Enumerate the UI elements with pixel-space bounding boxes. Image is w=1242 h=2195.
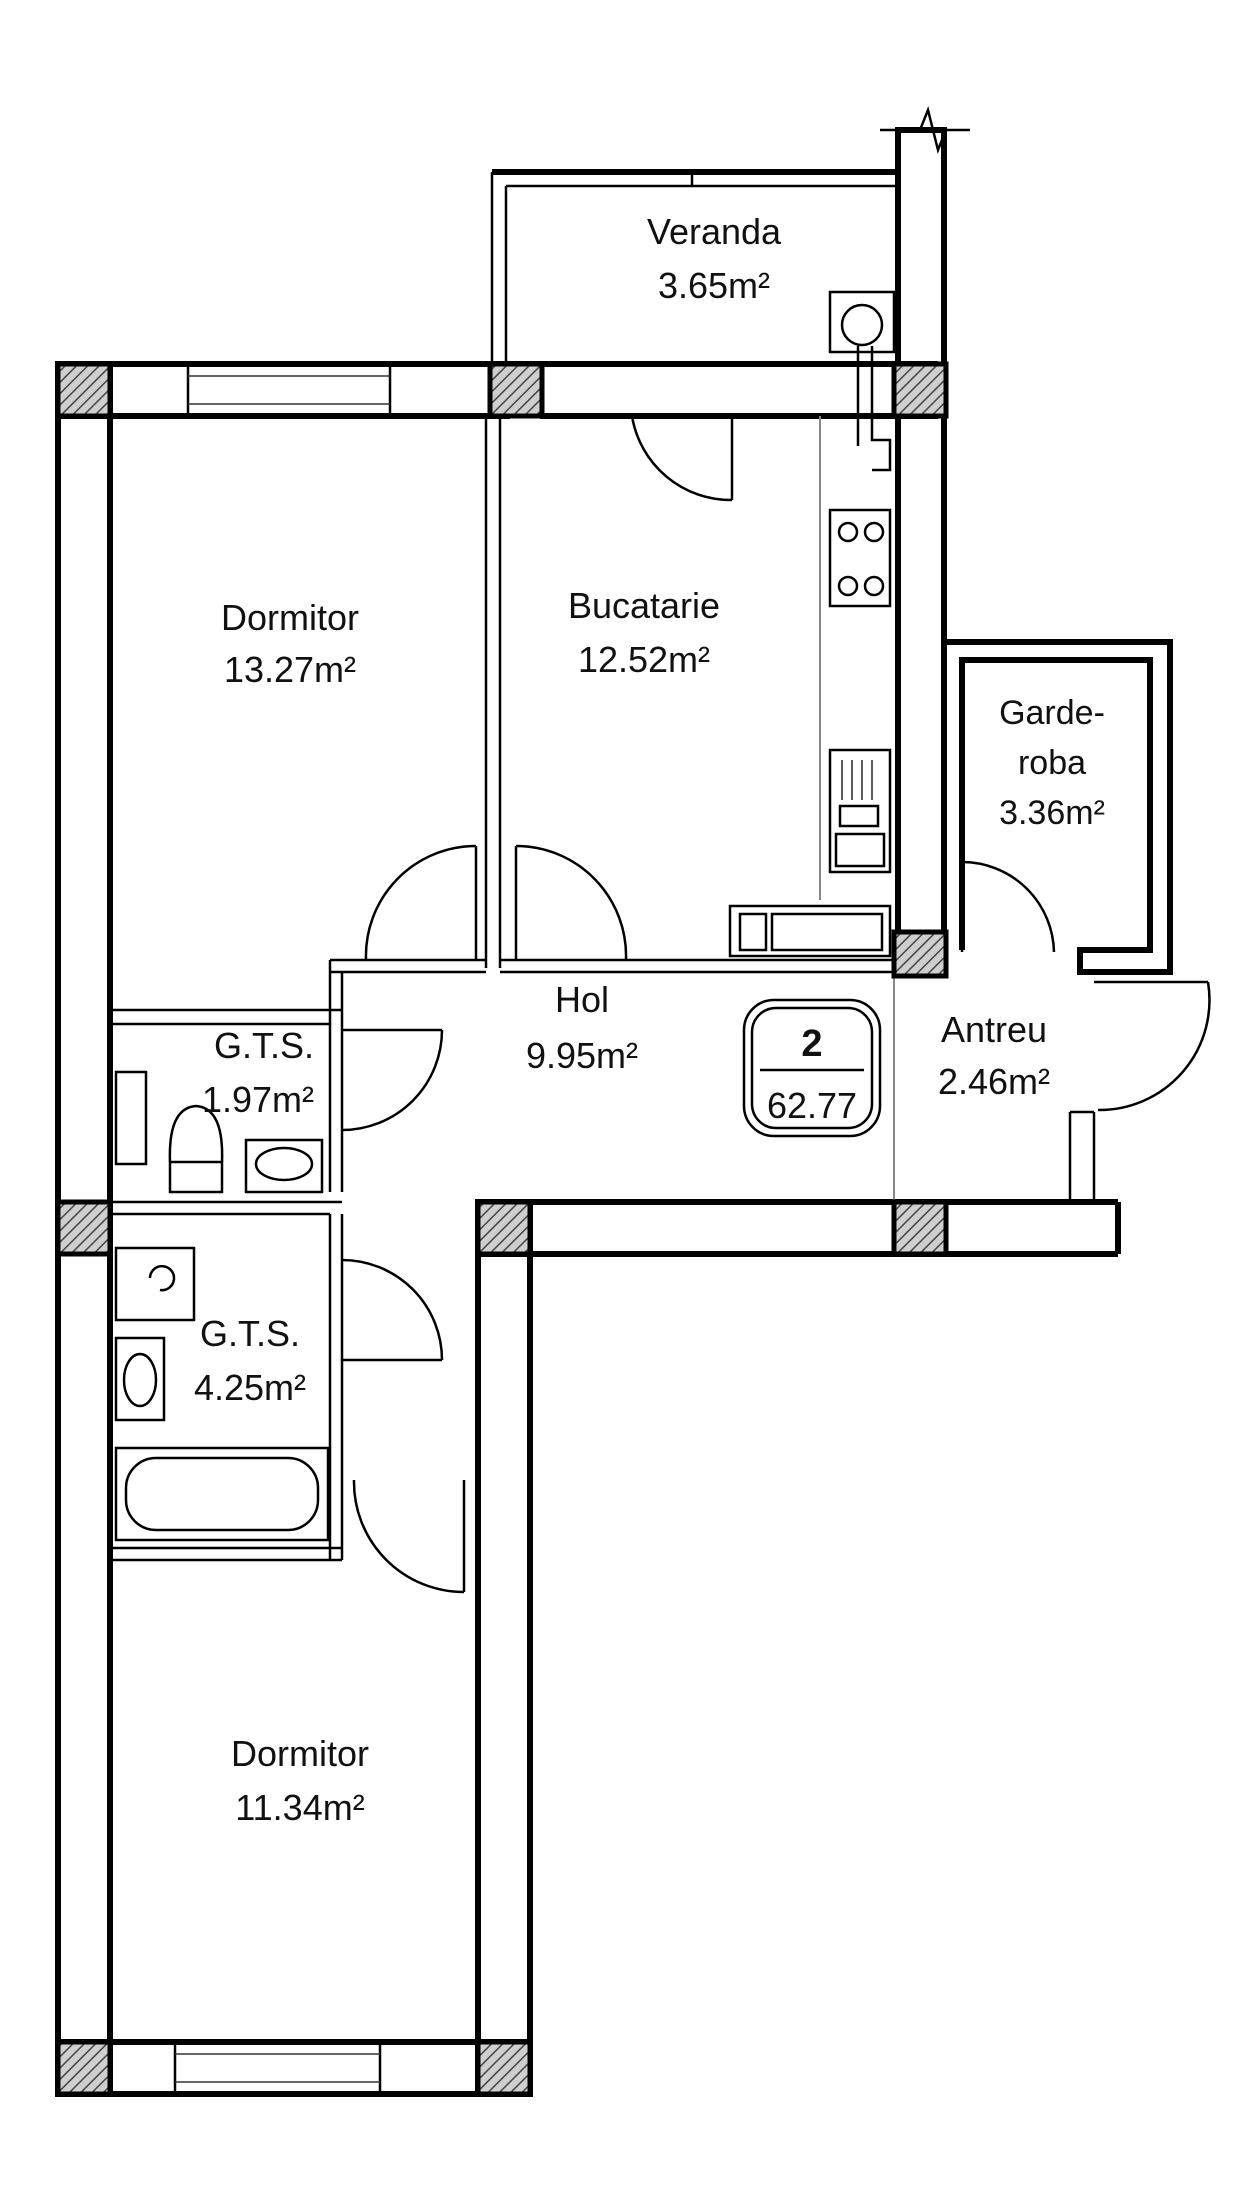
unit-number: 2 [801, 1023, 822, 1065]
dormitor-bottom-area: 11.34m² [235, 1787, 364, 1828]
kitchen-fixtures [728, 416, 892, 958]
garderoba-area: 3.36m² [999, 794, 1105, 832]
unit-badge: 2 62.77 [742, 998, 882, 1138]
room-labels: Veranda 3.65m² Dormitor 13.27m² Bucatari… [194, 211, 1105, 1828]
veranda-walls [490, 105, 970, 472]
garderoba-name-line2: roba [1018, 744, 1086, 782]
veranda-area: 3.65m² [658, 265, 770, 306]
bucatarie-area: 12.52m² [578, 639, 710, 680]
dormitor-top-name: Dormitor [221, 597, 359, 638]
antreu-name: Antreu [941, 1009, 1047, 1050]
veranda-name: Veranda [647, 211, 782, 252]
dormitor-bottom-name: Dormitor [231, 1733, 369, 1774]
gts-small-area: 1.97m² [202, 1079, 314, 1120]
dormitor-top-area: 13.27m² [224, 649, 356, 690]
gts-large-name: G.T.S. [200, 1313, 300, 1354]
bucatarie-name: Bucatarie [568, 585, 720, 626]
garderoba-name-line1: Garde- [999, 694, 1105, 732]
interior-walls [110, 416, 1173, 1562]
hol-area: 9.95m² [526, 1035, 638, 1076]
unit-total-area: 62.77 [767, 1085, 857, 1126]
hol-name: Hol [555, 979, 609, 1020]
gts-small-name: G.T.S. [214, 1025, 314, 1066]
bathroom-fixtures [114, 1070, 330, 1542]
doors [341, 415, 1211, 1594]
gts-large-area: 4.25m² [194, 1367, 306, 1408]
structural-columns [55, 361, 949, 2097]
antreu-area: 2.46m² [938, 1061, 1050, 1102]
